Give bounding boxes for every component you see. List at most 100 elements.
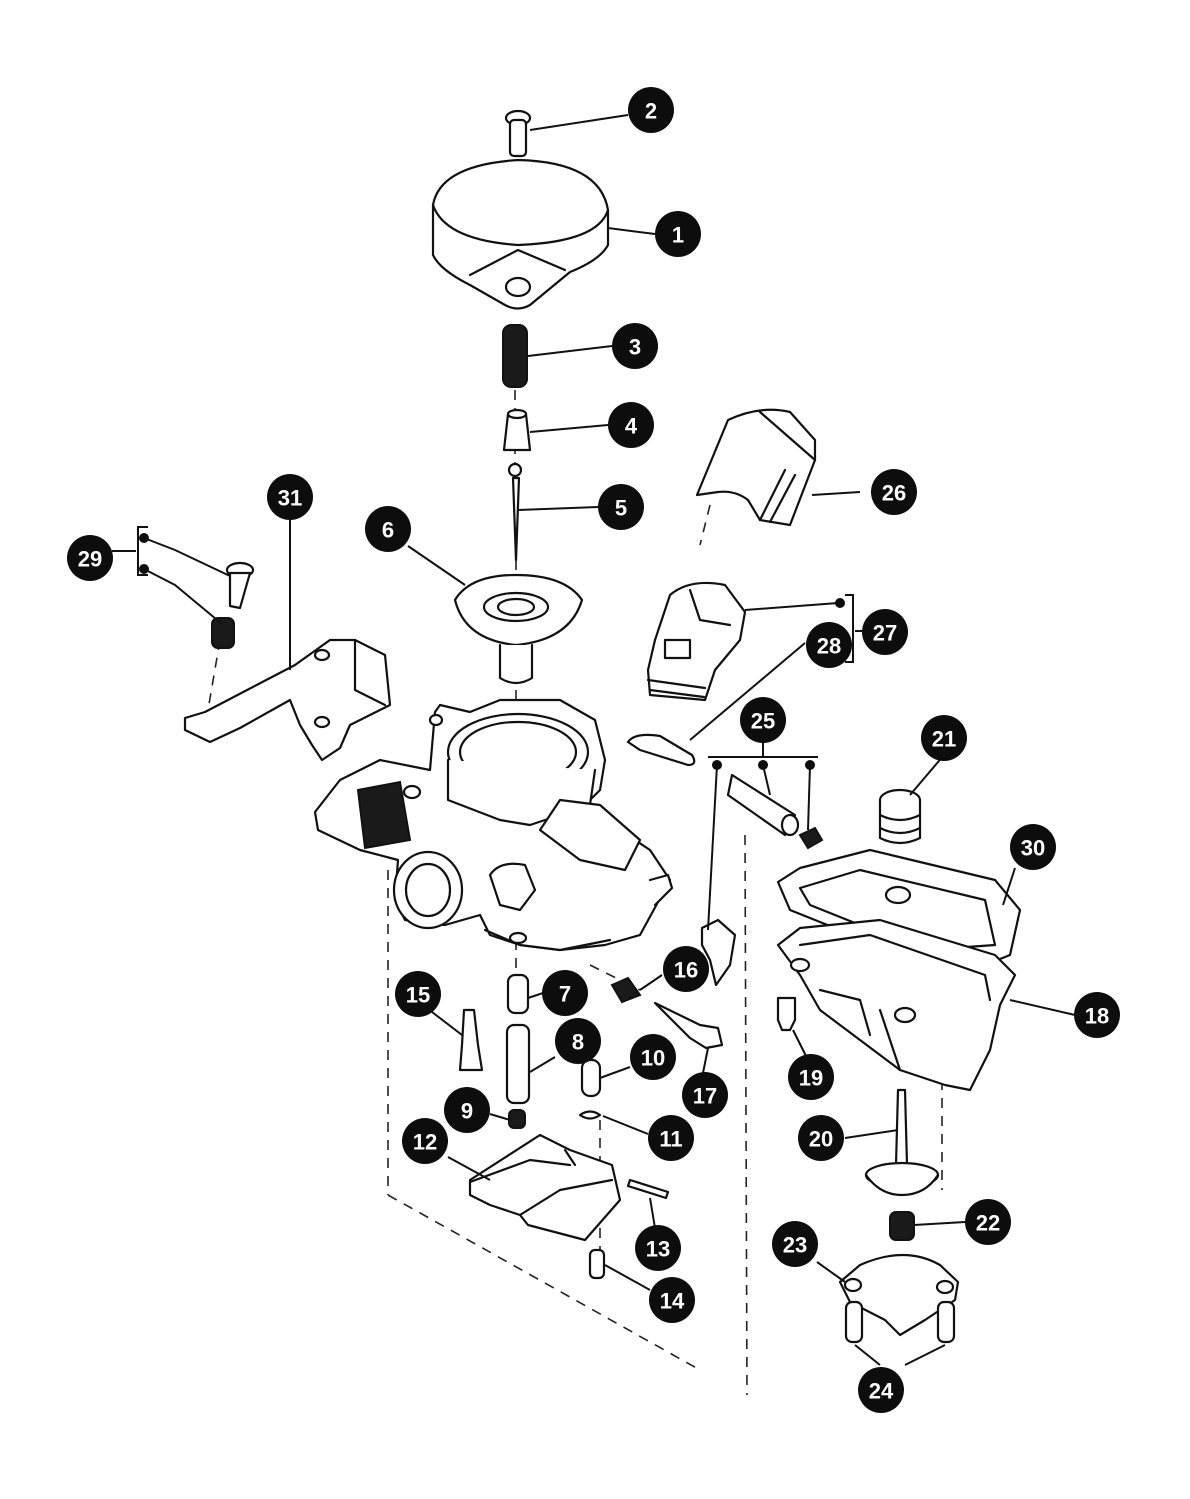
- callout-number: 9: [461, 1099, 473, 1124]
- callout-number: 7: [559, 982, 571, 1007]
- part-choke-cover: [695, 408, 817, 527]
- callout-badge: [67, 535, 113, 581]
- callout-badge: [648, 1115, 694, 1161]
- callout-badge: [608, 402, 654, 448]
- callout-badge: [542, 970, 588, 1016]
- part-float-bowl: [776, 918, 1017, 1092]
- part-carburetor-body: [313, 698, 674, 952]
- callout-number: 16: [674, 958, 698, 983]
- callout-badge: [628, 87, 674, 133]
- callout-17: 17: [682, 1072, 728, 1118]
- part-spring-22: [889, 1211, 915, 1241]
- callout-number: 24: [869, 1379, 894, 1404]
- callout-number: 18: [1085, 1004, 1109, 1029]
- leader-lines: [112, 114, 1076, 1366]
- callout-badge: [862, 609, 908, 655]
- callout-badge: [806, 622, 852, 668]
- part-idle-screw: [211, 561, 255, 649]
- callout-6: 6: [365, 506, 411, 552]
- callout-group: 1234567891011121314151617181920212223242…: [67, 87, 1120, 1413]
- callout-badge: [858, 1367, 904, 1413]
- callout-number: 3: [629, 335, 641, 360]
- callout-badge: [365, 506, 411, 552]
- callout-23: 23: [772, 1221, 818, 1267]
- callout-number: 2: [645, 99, 657, 124]
- part-mixture-screw: [653, 1001, 724, 1050]
- callout-number: 4: [625, 414, 638, 439]
- callout-3: 3: [612, 323, 658, 369]
- callout-5: 5: [598, 484, 644, 530]
- callout-11: 11: [648, 1115, 694, 1161]
- callout-21: 21: [921, 715, 967, 761]
- part-float: [468, 1133, 622, 1242]
- callout-25: 25: [740, 697, 786, 743]
- part-top-screw: [504, 109, 532, 158]
- callout-badge: [649, 1277, 695, 1323]
- part-throttle-bracket: [183, 638, 392, 762]
- part-needle-holder: [502, 408, 532, 452]
- callout-number: 21: [932, 727, 956, 752]
- callout-number: 5: [615, 496, 627, 521]
- callout-number: 20: [809, 1127, 833, 1152]
- callout-number: 28: [817, 634, 841, 659]
- callout-number: 1: [672, 223, 684, 248]
- callout-badge: [772, 1221, 818, 1267]
- callout-badge: [267, 474, 313, 520]
- callout-2: 2: [628, 87, 674, 133]
- callout-badge: [612, 323, 658, 369]
- part-jet-needle: [507, 462, 523, 562]
- callout-number: 27: [873, 621, 897, 646]
- part-float-clip: [578, 1110, 602, 1120]
- callout-badge: [555, 1018, 601, 1064]
- callout-badge: [655, 211, 701, 257]
- callout-12: 12: [402, 1118, 448, 1164]
- bracket-dots: [139, 533, 845, 770]
- part-drain-screw: [776, 996, 797, 1032]
- part-main-jet: [506, 973, 530, 1015]
- callout-number: 25: [751, 709, 775, 734]
- callout-15: 15: [395, 971, 441, 1017]
- callout-16: 16: [663, 946, 709, 992]
- callout-number: 30: [1021, 836, 1045, 861]
- callout-27: 27: [862, 609, 908, 655]
- part-jet-tip: [508, 1109, 526, 1129]
- callout-badge: [788, 1054, 834, 1100]
- part-screw-14: [588, 1248, 606, 1280]
- callout-9: 9: [444, 1087, 490, 1133]
- callout-31: 31: [267, 474, 313, 520]
- callout-number: 10: [641, 1046, 665, 1071]
- part-pump-screws: [844, 1300, 956, 1344]
- part-needle-jet: [505, 1023, 531, 1105]
- callout-badge: [798, 1115, 844, 1161]
- part-pump-cover: [838, 1253, 960, 1337]
- callout-1: 1: [655, 211, 701, 257]
- callout-29: 29: [67, 535, 113, 581]
- part-choke-plunger: [646, 581, 747, 702]
- part-hose-25: [700, 773, 824, 987]
- callout-number: 14: [660, 1289, 685, 1314]
- part-pilot-jet: [458, 1008, 484, 1072]
- callout-22: 22: [965, 1199, 1011, 1245]
- callout-13: 13: [635, 1225, 681, 1271]
- callout-number: 29: [78, 547, 102, 572]
- callout-26: 26: [871, 469, 917, 515]
- callout-number: 6: [382, 518, 394, 543]
- part-spring-3: [502, 324, 528, 388]
- callout-badge: [682, 1072, 728, 1118]
- callout-badge: [395, 971, 441, 1017]
- callout-24: 24: [858, 1367, 904, 1413]
- callout-20: 20: [798, 1115, 844, 1161]
- callout-14: 14: [649, 1277, 695, 1323]
- callout-badge: [1074, 992, 1120, 1038]
- callout-badge: [921, 715, 967, 761]
- callout-badge: [1010, 824, 1056, 870]
- callout-30: 30: [1010, 824, 1056, 870]
- part-rubber-plug: [878, 788, 922, 845]
- callout-7: 7: [542, 970, 588, 1016]
- callout-badge: [444, 1087, 490, 1133]
- callout-badge: [663, 946, 709, 992]
- callout-18: 18: [1074, 992, 1120, 1038]
- part-choke-clip: [626, 733, 696, 767]
- callout-28: 28: [806, 622, 852, 668]
